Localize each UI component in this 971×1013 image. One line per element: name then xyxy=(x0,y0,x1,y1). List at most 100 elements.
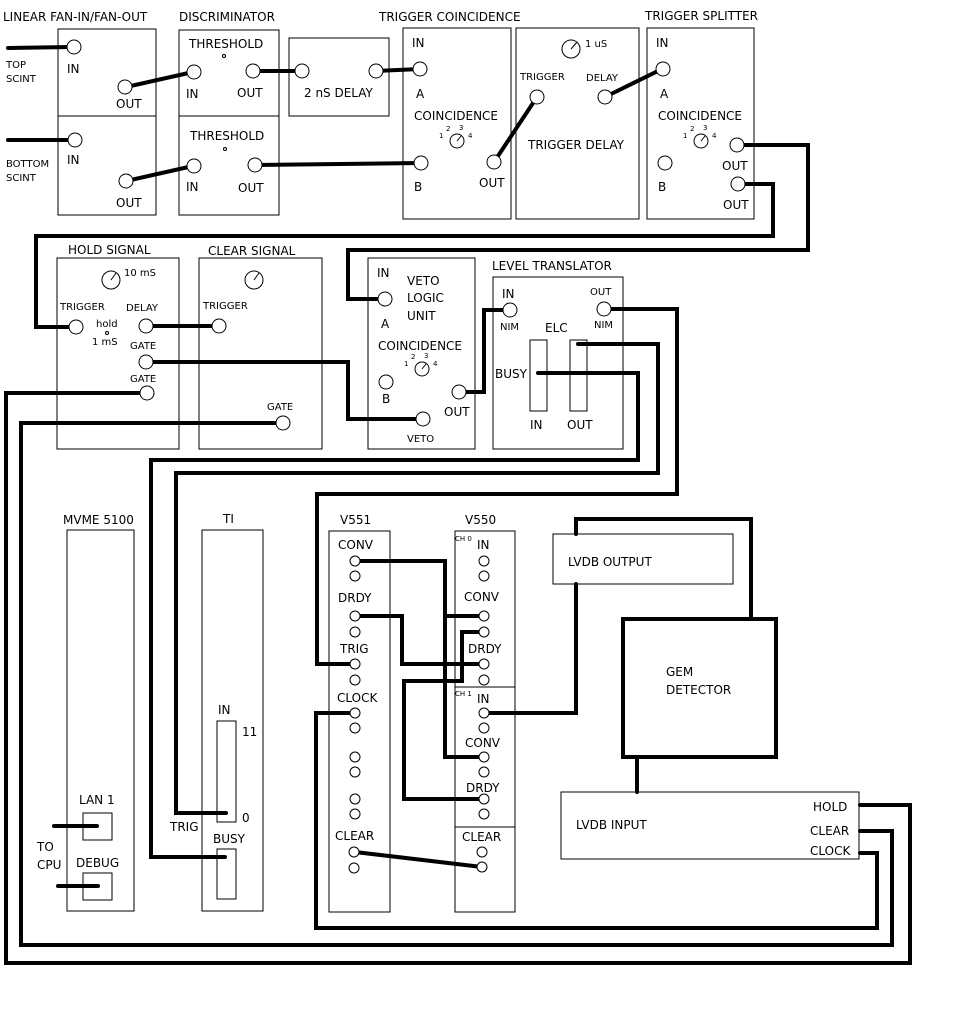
ti-in-label: IN xyxy=(218,703,231,717)
port-veto-b[interactable] xyxy=(378,374,394,390)
port-hold-delay[interactable] xyxy=(138,318,154,334)
ti-busy-label: BUSY xyxy=(213,832,246,846)
wire-fan2-disc2 xyxy=(124,164,195,183)
bottom-scint-label-2: SCINT xyxy=(6,173,37,184)
v551-drdy-label: DRDY xyxy=(338,591,372,605)
port-td-delay[interactable] xyxy=(597,89,613,105)
port-td-trigger[interactable] xyxy=(529,89,545,105)
port-veto-out[interactable] xyxy=(451,384,467,400)
port-v551-clock-2[interactable] xyxy=(349,722,361,734)
v551-clear-label: CLEAR xyxy=(335,829,374,843)
top-scint-label-1: TOP xyxy=(5,60,26,71)
port-v550-conv1[interactable] xyxy=(478,751,490,763)
port-v550-in1[interactable] xyxy=(478,707,490,719)
port-v551-aux-3[interactable] xyxy=(349,793,361,805)
lvdb-input-label: LVDB INPUT xyxy=(576,818,647,832)
port-v550-conv1-2[interactable] xyxy=(478,766,490,778)
port-tc-b[interactable] xyxy=(413,155,429,171)
port-delay-in[interactable] xyxy=(294,63,310,79)
port-lt-out[interactable] xyxy=(596,301,612,317)
hold-hold-time-label: 1 mS xyxy=(92,337,118,348)
port-v551-drdy[interactable] xyxy=(349,610,361,622)
port-tc-a[interactable] xyxy=(412,61,428,77)
port-disc-in2[interactable] xyxy=(186,158,202,174)
port-v551-clear[interactable] xyxy=(348,846,360,858)
fan-in2-label: IN xyxy=(67,153,80,167)
ts-digit-1: 1 xyxy=(683,132,687,140)
port-v551-aux-4[interactable] xyxy=(349,808,361,820)
veto-out-label: OUT xyxy=(444,405,470,419)
veto-coincidence-label: COINCIDENCE xyxy=(378,339,462,353)
td-time-label: 1 uS xyxy=(585,39,607,50)
port-ts-a[interactable] xyxy=(655,61,671,77)
port-v551-clear-2[interactable] xyxy=(348,862,360,874)
wire-hold-gate2-lvdb-hold xyxy=(4,391,912,965)
port-v551-conv-2[interactable] xyxy=(349,570,361,582)
knob-td-time-needle xyxy=(570,41,578,50)
mvme-title: MVME 5100 xyxy=(63,513,134,527)
port-v550-in0[interactable] xyxy=(478,555,490,567)
disc-threshold-dot-2[interactable] xyxy=(223,147,227,151)
port-disc-out2[interactable] xyxy=(247,157,263,173)
port-fan-in1[interactable] xyxy=(66,39,82,55)
port-disc-out1[interactable] xyxy=(245,63,261,79)
port-clear-gate[interactable] xyxy=(275,415,291,431)
port-v550-drdy1-2[interactable] xyxy=(478,808,490,820)
lt-elc-label: ELC xyxy=(545,321,568,335)
port-veto-veto[interactable] xyxy=(415,411,431,427)
port-ts-b[interactable] xyxy=(657,155,673,171)
port-disc-in1[interactable] xyxy=(186,64,202,80)
wire-veto-out-lt-in xyxy=(457,308,512,394)
wire-v550-conv0-v550-drdy1 xyxy=(402,630,486,801)
port-v550-clear[interactable] xyxy=(476,846,488,858)
port-fan-out2[interactable] xyxy=(118,173,134,189)
port-v551-conv[interactable] xyxy=(349,555,361,567)
port-clear-trigger[interactable] xyxy=(211,318,227,334)
knob-tc-coincidence-needle xyxy=(456,135,462,142)
port-v551-drdy-2[interactable] xyxy=(349,626,361,638)
port-v550-drdy1[interactable] xyxy=(478,793,490,805)
port-ts-out2[interactable] xyxy=(730,176,746,192)
port-hold-trigger[interactable] xyxy=(68,319,84,335)
port-v551-trig-2[interactable] xyxy=(349,674,361,686)
port-v550-conv0-2[interactable] xyxy=(478,626,490,638)
port-v550-clear-2[interactable] xyxy=(476,861,488,873)
port-v550-drdy0-2[interactable] xyxy=(478,674,490,686)
tc-b-label: B xyxy=(414,180,422,194)
lt-out-label: OUT xyxy=(590,287,612,298)
port-v551-trig[interactable] xyxy=(349,658,361,670)
port-hold-gate2[interactable] xyxy=(139,385,155,401)
disc-out1-label: OUT xyxy=(237,86,263,100)
port-v551-clock[interactable] xyxy=(349,707,361,719)
port-v550-in0-2[interactable] xyxy=(478,570,490,582)
port-fan-out1[interactable] xyxy=(117,79,133,95)
port-ts-out1[interactable] xyxy=(729,137,745,153)
ts-out1-label: OUT xyxy=(722,159,748,173)
disc-threshold1-label: THRESHOLD xyxy=(188,37,263,51)
port-tc-out[interactable] xyxy=(486,154,502,170)
v550-clear-label: CLEAR xyxy=(462,830,501,844)
knob-clear-needle xyxy=(253,272,260,281)
clear-signal-box xyxy=(198,257,323,450)
veto-a-label: A xyxy=(381,317,390,331)
veto-l2-label: LOGIC xyxy=(407,291,444,305)
veto-digit-2: 2 xyxy=(411,353,415,361)
port-lt-in[interactable] xyxy=(502,302,518,318)
port-v550-conv0[interactable] xyxy=(478,610,490,622)
veto-in-label: IN xyxy=(377,266,390,280)
port-delay-out[interactable] xyxy=(368,63,384,79)
wire-td-delay-ts-a xyxy=(603,67,664,99)
gem-label-2: DETECTOR xyxy=(666,683,731,697)
port-veto-a[interactable] xyxy=(377,291,393,307)
hold-dot[interactable] xyxy=(105,331,109,335)
port-v551-aux-1[interactable] xyxy=(349,751,361,763)
port-hold-gate1[interactable] xyxy=(138,354,154,370)
v550-title: V550 xyxy=(465,513,496,527)
port-v551-aux-2[interactable] xyxy=(349,766,361,778)
port-v550-drdy0[interactable] xyxy=(478,658,490,670)
port-v550-in1-2[interactable] xyxy=(478,722,490,734)
mvme-box xyxy=(66,529,135,912)
disc-threshold-dot-1[interactable] xyxy=(222,54,226,58)
fan-lower-box xyxy=(57,115,157,216)
port-fan-in2[interactable] xyxy=(67,132,83,148)
